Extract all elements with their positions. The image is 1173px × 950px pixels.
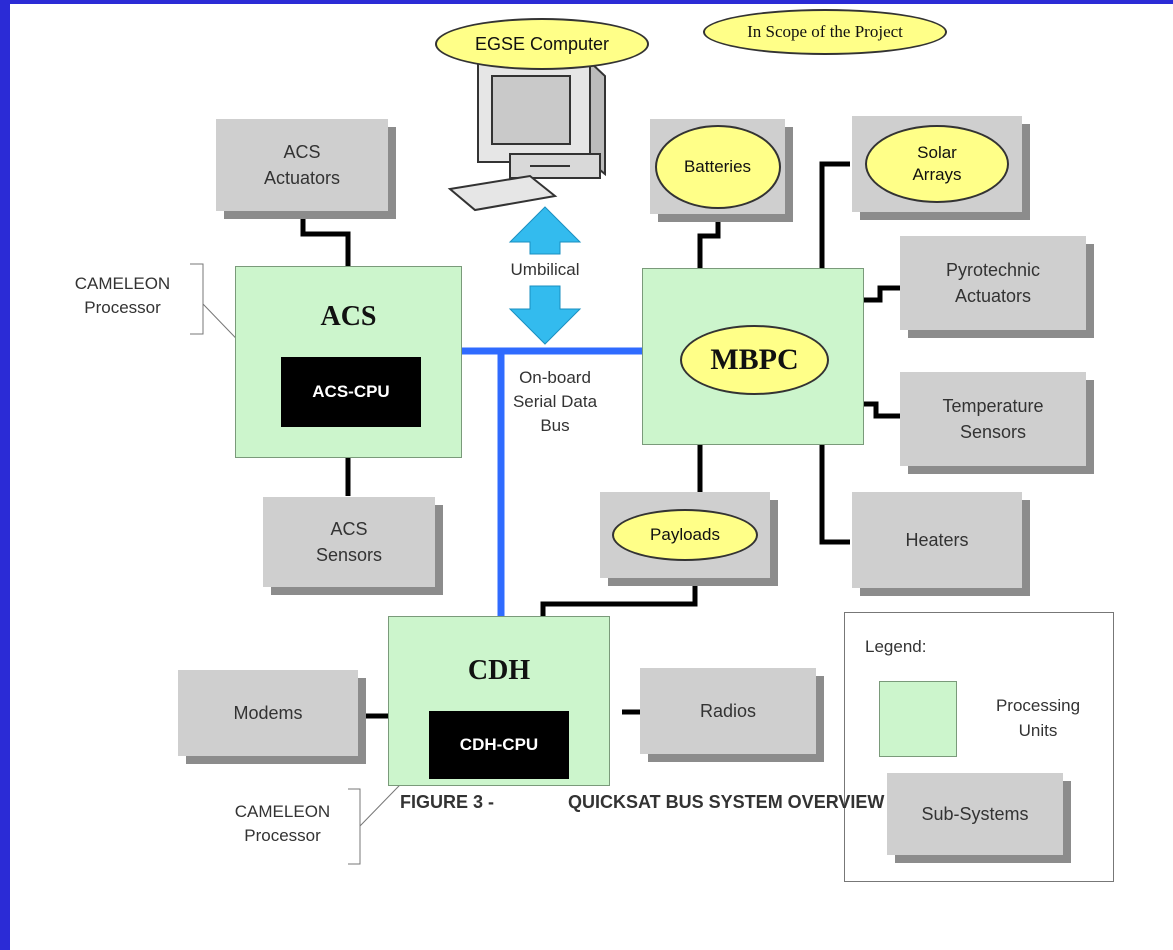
bus-line1: On-board <box>519 368 591 387</box>
cameleon-bottom-line2: Processor <box>244 826 321 845</box>
legend-subsystems-box: Sub-Systems <box>887 773 1063 855</box>
cameleon-top-line1: CAMELEON <box>74 274 171 293</box>
solar-arrays-box: Solar Arrays <box>852 116 1022 212</box>
acs-actuators-line1: ACS <box>283 142 321 162</box>
heaters-box: Heaters <box>852 492 1022 588</box>
cameleon-top-line2: Processor <box>84 298 161 317</box>
acs-actuators-link <box>300 214 351 266</box>
pyro-link <box>862 285 900 303</box>
batteries-link <box>697 219 721 269</box>
cameleon-bottom-line1: CAMELEON <box>234 802 331 821</box>
batteries-ellipse: Batteries <box>654 124 781 209</box>
bus-label: On-board Serial Data Bus <box>500 366 610 438</box>
acs-sensors-line1: ACS <box>330 519 368 539</box>
figure-title: QUICKSAT BUS SYSTEM OVERVIEW <box>568 792 885 812</box>
cameleon-label-top: CAMELEON Processor <box>50 272 195 320</box>
cdh-title: CDH <box>467 655 531 686</box>
pyro-line1: Pyrotechnic <box>945 260 1041 280</box>
bus-line3: Bus <box>540 416 570 435</box>
figure-number: FIGURE 3 - <box>400 792 495 812</box>
acs-cpu: ACS-CPU <box>281 357 421 427</box>
egse-computer-ellipse: EGSE Computer <box>435 18 649 70</box>
computer-icon <box>447 59 606 212</box>
solar-link <box>819 161 850 272</box>
legend-processing-label: Processing Units <box>983 693 1093 743</box>
payloads-ellipse: Payloads <box>612 509 758 561</box>
pyro-line2: Actuators <box>954 286 1032 306</box>
acs-actuators-box: ACS Actuators <box>216 119 388 211</box>
acs-sensors-line2: Sensors <box>315 545 383 565</box>
acs-processor: ACS ACS-CPU <box>235 266 462 458</box>
heaters-link <box>819 444 850 545</box>
legend-box: Legend: Processing Units Sub-Systems <box>844 612 1114 882</box>
cameleon-bottom-bracket <box>348 788 361 865</box>
temp-line2: Sensors <box>959 422 1027 442</box>
cdh-processor: CDH CDH-CPU <box>388 616 610 786</box>
pyrotechnic-actuators-box: Pyrotechnic Actuators <box>900 236 1086 330</box>
solar-line2: Arrays <box>912 165 962 184</box>
umbilical-down-arrow <box>508 285 582 345</box>
bus-line2: Serial Data <box>512 392 598 411</box>
diagram-canvas: EGSE Computer In Scope of the Project AC… <box>10 4 1173 950</box>
acs-sensors-box: ACS Sensors <box>263 497 435 587</box>
umbilical-label: Umbilical <box>510 260 580 279</box>
cdh-payloads-link <box>540 580 698 616</box>
cameleon-top-bracket <box>190 263 204 335</box>
legend-processing-line1: Processing <box>995 696 1081 715</box>
temp-line1: Temperature <box>942 396 1044 416</box>
solar-arrays-ellipse: Solar Arrays <box>865 125 1009 203</box>
payloads-box: Payloads <box>600 492 770 578</box>
legend-processing-line2: Units <box>1018 721 1058 740</box>
mbpc-ellipse: MBPC <box>680 325 829 395</box>
solar-line1: Solar <box>917 143 957 162</box>
temp-link <box>862 401 900 419</box>
radios-box: Radios <box>640 668 816 754</box>
mbpc-processor: MBPC <box>642 268 864 445</box>
legend-title: Legend: <box>865 637 927 656</box>
modems-box: Modems <box>178 670 358 756</box>
umbilical-up-arrow <box>508 206 582 255</box>
temperature-sensors-box: Temperature Sensors <box>900 372 1086 466</box>
cameleon-label-bottom: CAMELEON Processor <box>210 800 355 848</box>
acs-actuators-line2: Actuators <box>263 168 341 188</box>
cdh-cpu: CDH-CPU <box>429 711 569 779</box>
legend-processing-swatch <box>879 681 957 757</box>
in-scope-ellipse: In Scope of the Project <box>703 9 947 55</box>
batteries-box: Batteries <box>650 119 785 214</box>
acs-title: ACS <box>320 301 377 332</box>
